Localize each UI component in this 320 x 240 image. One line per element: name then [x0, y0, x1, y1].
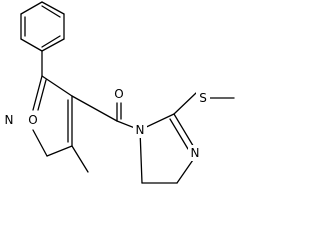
- atom-label: O: [28, 113, 37, 127]
- bond: [41, 5, 61, 18]
- bond: [41, 38, 65, 52]
- carbonyl-oxygen: O: [112, 86, 126, 102]
- bond: [41, 35, 61, 48]
- bond: [41, 1, 65, 15]
- bond: [71, 95, 118, 122]
- atom-label: O: [114, 87, 123, 101]
- bond: [41, 75, 73, 97]
- bond: [71, 145, 89, 173]
- bond: [32, 129, 48, 157]
- bond: [37, 79, 47, 111]
- bond: [176, 156, 196, 184]
- atom-label: N: [136, 123, 145, 137]
- atom-label: N: [5, 113, 14, 127]
- bond: [173, 92, 197, 115]
- structure-diagram: O N O N N S: [2, 1, 235, 184]
- bond: [20, 1, 43, 15]
- bond: [169, 118, 189, 150]
- bond: [173, 113, 196, 150]
- imidazoline-nitrogen-1: N: [133, 122, 147, 138]
- isoxazole-oxygen: O: [26, 112, 40, 128]
- bond-lines: [20, 1, 235, 184]
- isoxazole-nitrogen: N: [2, 112, 16, 128]
- thioether-sulfur: S: [196, 90, 210, 106]
- atom-labels: O N O N N S: [2, 86, 210, 161]
- imidazoline-nitrogen-3: N: [188, 145, 202, 161]
- atom-label: S: [199, 91, 207, 105]
- bond: [46, 145, 73, 157]
- atom-label: N: [191, 146, 200, 160]
- bond: [20, 38, 43, 52]
- bond: [139, 129, 143, 184]
- bond: [32, 75, 43, 111]
